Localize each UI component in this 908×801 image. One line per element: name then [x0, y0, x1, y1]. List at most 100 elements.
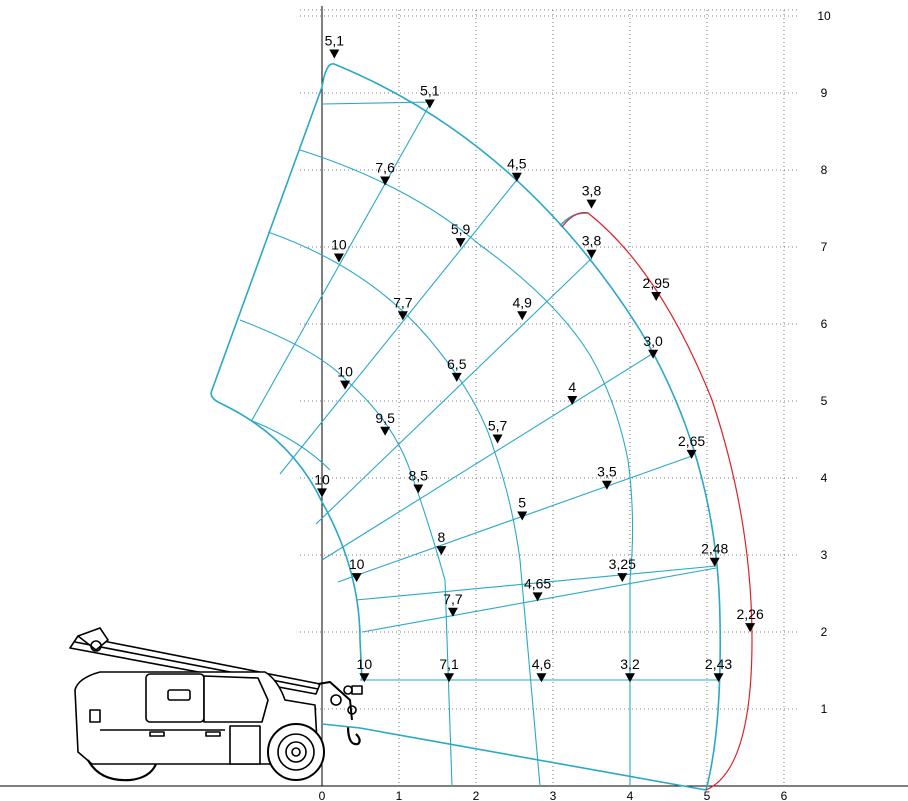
- load-value-label: 3,2: [620, 656, 640, 672]
- boom-radial-line: [355, 565, 717, 601]
- y-tick-label: 10: [817, 9, 831, 23]
- load-point-marker: [651, 292, 662, 302]
- load-value-label: 4,5: [507, 156, 527, 172]
- load-value-label: 3,25: [609, 556, 636, 572]
- envelope-arc: [299, 149, 634, 786]
- load-value-label: 2,95: [643, 275, 670, 291]
- load-point-marker: [340, 380, 351, 390]
- envelope-arc: [239, 319, 453, 787]
- x-tick-label: 0: [319, 789, 326, 801]
- crane-illustration: [69, 627, 363, 782]
- x-tick-label: 4: [627, 789, 634, 801]
- load-value-label: 8: [437, 529, 445, 545]
- load-point-marker: [517, 511, 528, 521]
- boom-radial-line: [337, 455, 693, 583]
- load-value-label: 7,7: [393, 294, 413, 310]
- load-point-marker: [625, 673, 635, 683]
- x-tick-label: 2: [473, 789, 480, 801]
- load-value-label: 2,48: [701, 541, 728, 557]
- load-value-label: 10: [357, 656, 373, 672]
- load-point-marker: [536, 673, 547, 683]
- load-point-marker: [686, 449, 697, 459]
- load-value-label: 10: [331, 237, 347, 253]
- load-point-marker: [532, 592, 543, 602]
- load-value-label: 10: [314, 471, 330, 487]
- load-value-label: 7,7: [443, 591, 463, 607]
- load-point-marker: [447, 607, 458, 617]
- load-point-marker: [567, 396, 578, 405]
- load-point-marker: [713, 673, 724, 683]
- working-envelope: [210, 63, 722, 791]
- load-point-marker: [317, 488, 327, 498]
- load-point-marker: [745, 623, 756, 633]
- load-point-marker: [413, 484, 424, 494]
- load-point-marker: [517, 311, 528, 321]
- y-tick-label: 9: [821, 86, 828, 100]
- x-tick-label: 5: [704, 789, 711, 801]
- load-point-marker: [601, 480, 612, 490]
- load-value-label: 2,43: [705, 656, 732, 672]
- load-point-marker: [586, 199, 597, 209]
- y-tick-label: 6: [821, 317, 828, 331]
- load-point-marker: [380, 176, 391, 186]
- boom-radial-line: [279, 175, 521, 475]
- load-value-label: 10: [337, 364, 353, 380]
- load-value-label: 5: [518, 495, 526, 511]
- load-point-marker: [511, 172, 522, 182]
- load-value-label: 4: [568, 379, 576, 395]
- load-point-marker: [648, 349, 659, 359]
- envelope-arc: [249, 419, 331, 471]
- axis-ticks: 0 1 2 3 4 5 6 1 2 3 4 5 6 7 8 9 10: [319, 9, 831, 801]
- load-point-marker: [586, 249, 597, 259]
- y-tick-label: 5: [821, 394, 828, 408]
- load-value-label: 9,5: [375, 410, 395, 426]
- load-value-label: 7,1: [439, 656, 459, 672]
- load-value-label: 4,9: [512, 294, 532, 310]
- boom-radial-line: [361, 567, 717, 633]
- x-tick-label: 6: [781, 789, 788, 801]
- load-value-label: 5,7: [488, 418, 508, 434]
- extended-envelope-curve: [561, 211, 753, 791]
- load-value-label: 10: [349, 556, 365, 572]
- x-tick-label: 3: [550, 789, 557, 801]
- load-point-marker: [455, 238, 466, 248]
- load-value-label: 5,1: [420, 83, 440, 99]
- y-tick-label: 1: [821, 702, 828, 716]
- load-value-label: 6,5: [447, 356, 467, 372]
- load-point-marker: [333, 253, 344, 263]
- load-point-marker: [617, 573, 628, 583]
- load-point-marker: [451, 372, 462, 382]
- boom-radial-line: [321, 101, 433, 105]
- load-value-label: 2,65: [678, 433, 705, 449]
- load-value-label: 4,65: [524, 575, 551, 591]
- grid-lines: [300, 9, 800, 786]
- load-value-label: 5,1: [325, 33, 345, 49]
- load-value-label: 4,6: [532, 656, 552, 672]
- boom-radial-line: [251, 103, 431, 421]
- load-value-label: 7,6: [375, 160, 395, 176]
- load-point-marker: [436, 546, 447, 556]
- load-points: 5,1 5,1 7,6 4,5 3,8 10 5,9 3,8 2,95 7,7 4,9 3,0 10 6,…: [314, 33, 764, 683]
- load-point-marker: [351, 573, 362, 583]
- load-point-marker: [397, 311, 408, 321]
- load-value-label: 5,9: [451, 221, 471, 237]
- load-value-label: 3,5: [597, 464, 617, 480]
- load-value-label: 3,8: [582, 183, 602, 199]
- load-point-marker: [359, 673, 370, 683]
- load-point-marker: [329, 49, 340, 59]
- load-point-marker: [380, 426, 391, 436]
- load-point-marker: [444, 673, 455, 683]
- y-tick-label: 7: [821, 240, 828, 254]
- y-tick-label: 8: [821, 163, 828, 177]
- load-value-label: 2,26: [736, 606, 763, 622]
- y-tick-label: 2: [821, 625, 828, 639]
- y-tick-label: 4: [821, 471, 828, 485]
- load-point-marker: [709, 557, 720, 567]
- boom-radial-line: [315, 257, 593, 525]
- load-value-label: 3,8: [582, 233, 602, 249]
- x-tick-label: 1: [396, 789, 403, 801]
- load-point-marker: [492, 434, 503, 444]
- y-tick-label: 3: [821, 548, 828, 562]
- load-value-label: 3,0: [643, 333, 663, 349]
